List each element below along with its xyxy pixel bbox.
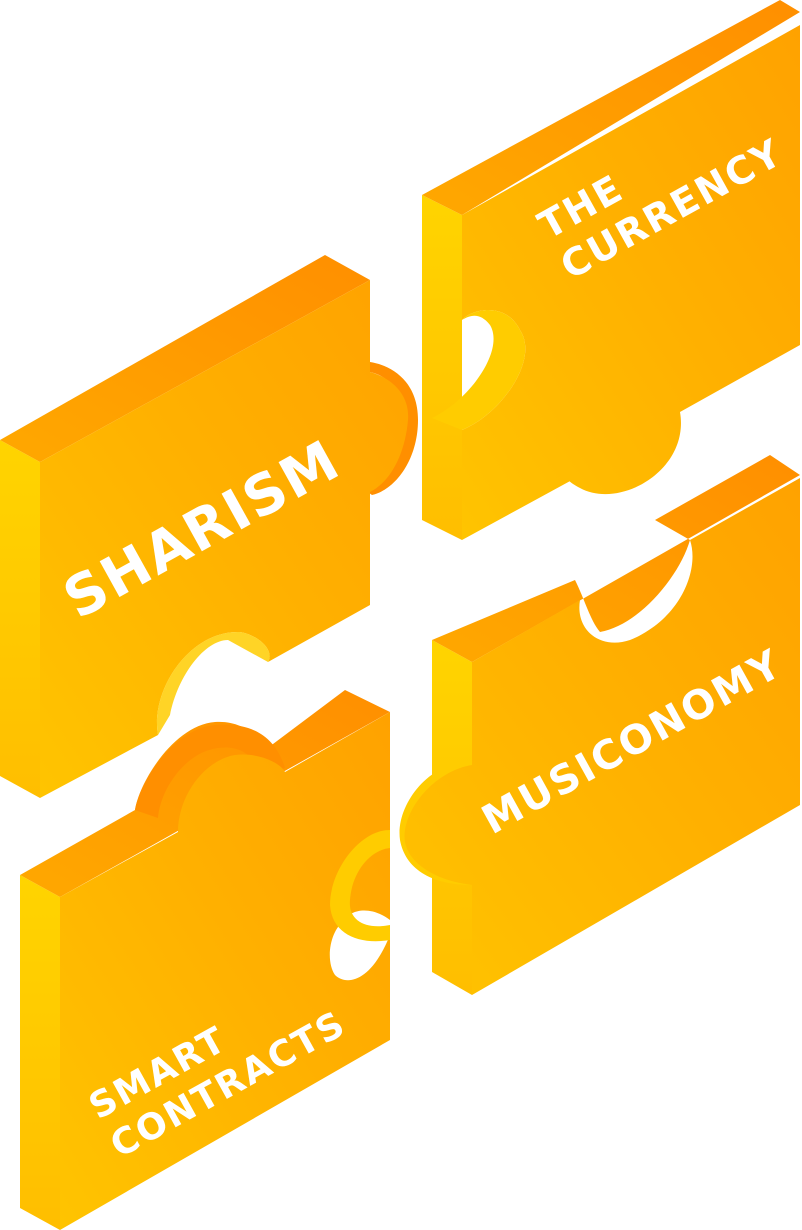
piece-blank-wall: [432, 310, 526, 430]
piece-blank-wall: [330, 830, 390, 942]
puzzle-piece-musiconomy: MUSICONOMY: [399, 455, 800, 995]
piece-top: [432, 455, 800, 662]
piece-face: [404, 478, 800, 995]
puzzle-piece-smart-contracts: SMART CONTRACTS: [20, 690, 390, 1230]
piece-side: [422, 195, 462, 540]
piece-side: [20, 875, 60, 1230]
piece-tab: [362, 362, 418, 495]
piece-side: [0, 440, 40, 798]
piece-blank-wall: [156, 631, 270, 735]
piece-face: [60, 712, 390, 1230]
piece-face: [40, 280, 409, 798]
piece-face: [462, 25, 800, 540]
puzzle-piece-sharism: SHARISM: [0, 255, 418, 798]
piece-top: [422, 0, 800, 215]
piece-top: [0, 255, 370, 462]
puzzle-piece-the-currency: THE CURRENCY: [422, 0, 800, 540]
piece-tab: [135, 724, 285, 818]
